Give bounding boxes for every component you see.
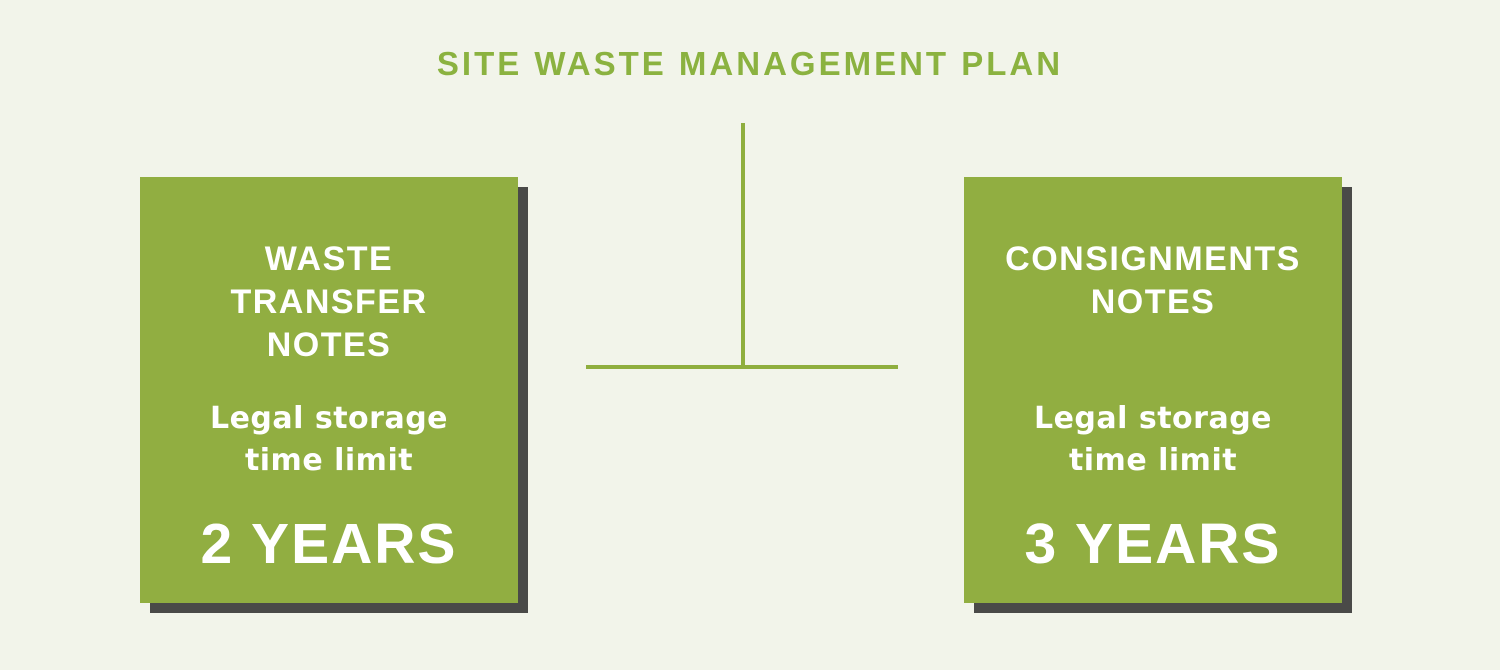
card-duration: 2 YEARS <box>200 512 458 576</box>
card-subtitle: Legal storage time limit <box>1033 401 1273 478</box>
card-heading: CONSIGNMENTS NOTES <box>1005 240 1301 321</box>
card-waste-transfer-notes: WASTE TRANSFER NOTES Legal storage time … <box>140 177 518 603</box>
connector-line-horizontal <box>586 365 898 369</box>
card-heading: WASTE TRANSFER NOTES <box>230 240 428 364</box>
card-duration: 3 YEARS <box>1024 512 1282 576</box>
card-subtitle: Legal storage time limit <box>209 401 449 478</box>
connector-line-vertical <box>741 123 745 368</box>
page-title: SITE WASTE MANAGEMENT PLAN <box>436 45 1064 82</box>
card-consignments-notes: CONSIGNMENTS NOTES Legal storage time li… <box>964 177 1342 603</box>
